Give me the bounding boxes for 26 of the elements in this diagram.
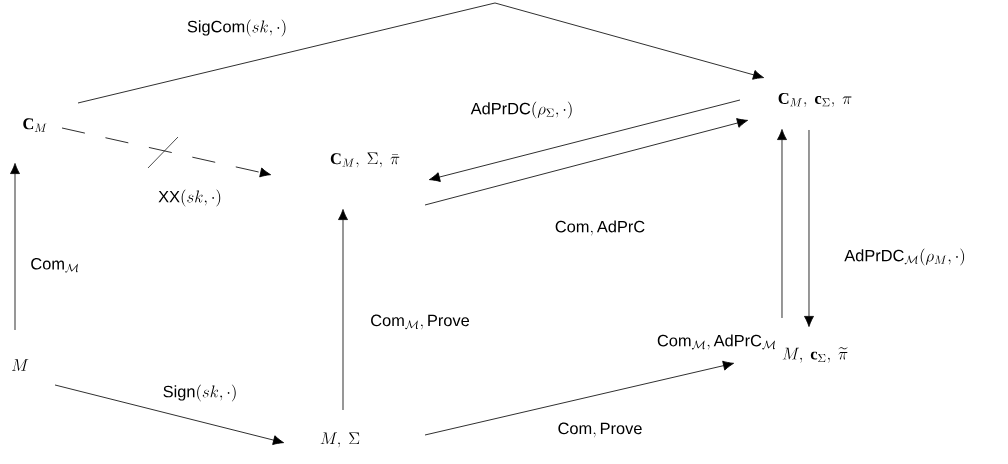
arrow <box>429 99 741 182</box>
crossed-arrow <box>61 127 271 178</box>
edge-label: $\mathsf{Com}_\mathcal{M}$ <box>31 258 79 273</box>
math-expression: $\mathbf{C}_M,\ \mathbf{c}_\Sigma,\ \pi$ <box>778 92 852 108</box>
arrow <box>424 118 748 206</box>
edge-label: $\mathsf{AdPrDC}_\mathcal{M}(\rho_M,\cdot)$ <box>844 248 965 266</box>
arrow <box>10 163 20 331</box>
edge-label: $\mathsf{Sign}(sk,\cdot)$ <box>163 384 236 402</box>
edge-label: $\mathsf{Com},\mathsf{Prove}$ <box>558 422 642 438</box>
edge-label: $\mathsf{Com},\mathsf{AdPrC}$ <box>555 220 645 236</box>
arrow <box>804 129 814 327</box>
edge-label: $\mathsf{Com}_\mathcal{M},\mathsf{Prove}$ <box>371 314 470 330</box>
edge-label: $\mathsf{Com}_\mathcal{M},\mathsf{AdPrC}_\mathcal{M}$ <box>657 334 775 350</box>
arrow <box>338 209 348 411</box>
math-expression: $M$ <box>11 359 29 371</box>
math-expression: $M,\ \mathbf{c}_\Sigma,\ \widetilde{\pi}$ <box>782 347 848 363</box>
arrow <box>424 360 734 436</box>
math-expression: $M,\ \Sigma$ <box>320 432 360 448</box>
arrow <box>54 384 285 445</box>
arrow <box>777 129 787 319</box>
arrow <box>77 2 764 104</box>
math-expression: $\mathbf{C}_M$ <box>23 118 47 132</box>
edge-label: $\mathsf{SigCom}(sk,\cdot)$ <box>187 19 286 37</box>
edge-label: $\mathsf{XX}(sk,\cdot)$ <box>158 189 221 207</box>
edge-label: $\mathsf{AdPrDC}(\rho_\Sigma,\cdot)$ <box>470 101 572 119</box>
math-expression: $\mathbf{C}_M,\ \Sigma,\ \bar{\pi}$ <box>330 152 400 168</box>
